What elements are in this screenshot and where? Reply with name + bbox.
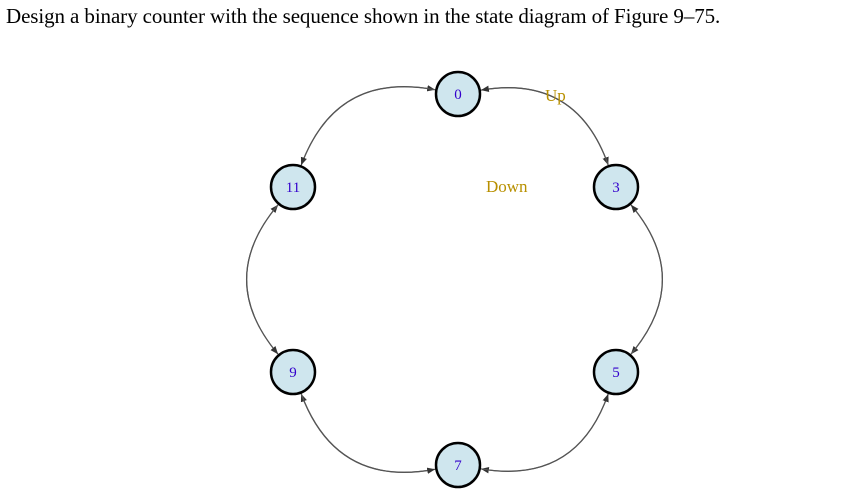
state-circle-9: [269, 348, 317, 396]
state-label-9: 9: [289, 365, 297, 381]
up-edge-5-to-7: [480, 393, 609, 474]
down-edge-7-to-5: [480, 393, 609, 472]
state-node-3: 3: [592, 163, 640, 211]
state-label-7: 7: [454, 458, 462, 474]
state-label-0: 0: [454, 87, 462, 103]
state-node-11: 11: [269, 163, 317, 211]
state-node-9: 9: [269, 348, 317, 396]
down-edge-0-to-11: [300, 86, 436, 166]
state-node-0: 0: [434, 70, 482, 118]
question-text: Design a binary counter with the sequenc…: [6, 4, 721, 28]
up-edge-7-to-9: [300, 393, 436, 473]
state-label-5: 5: [612, 365, 620, 381]
down-edge-11-to-9: [246, 204, 279, 355]
state-circle-7: [434, 441, 482, 489]
down-edge-9-to-7: [300, 393, 436, 474]
down-direction-label: Down: [486, 177, 528, 196]
down-edge-3-to-0: [480, 85, 609, 166]
state-label-3: 3: [612, 180, 620, 196]
transition-edges: [246, 85, 663, 474]
state-node-7: 7: [434, 441, 482, 489]
state-circle-0: [434, 70, 482, 118]
state-circle-5: [592, 348, 640, 396]
up-edge-11-to-0: [300, 85, 436, 166]
state-circle-11: [269, 163, 317, 211]
state-node-5: 5: [592, 348, 640, 396]
up-direction-label: Up: [545, 86, 566, 105]
down-edge-5-to-3: [630, 204, 663, 355]
state-circle-3: [592, 163, 640, 211]
state-label-11: 11: [286, 180, 300, 196]
state-nodes: 0 3 5 7 9 11: [269, 70, 640, 489]
